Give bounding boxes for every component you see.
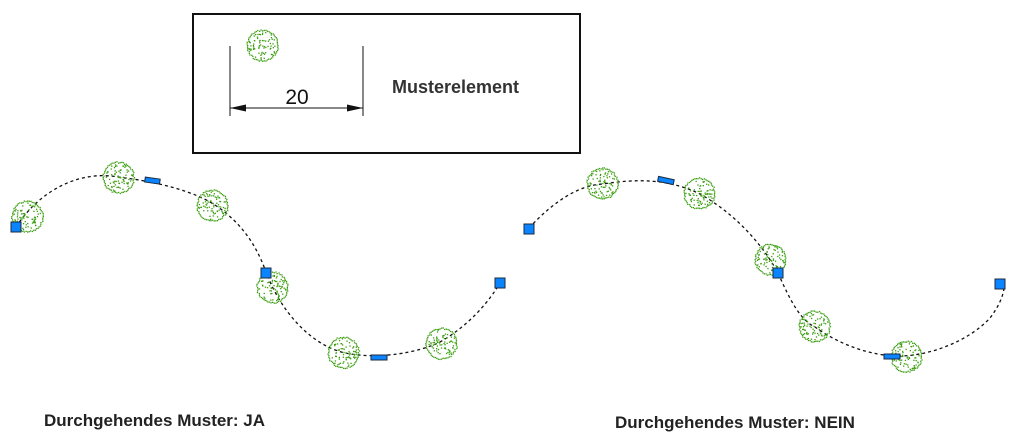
pattern-element [754, 243, 787, 276]
legend-label: Musterelement [392, 77, 519, 97]
pattern-element [586, 167, 619, 200]
grip-vertex[interactable] [772, 267, 784, 279]
panel-caption: Durchgehendes Muster: NEIN [615, 413, 855, 432]
pattern-element [102, 161, 136, 195]
panel-continuous-yes: Durchgehendes Muster: JA [10, 161, 506, 430]
pattern-elements [586, 167, 923, 373]
dashed-path [15, 175, 501, 357]
dashed-path [528, 180, 1005, 357]
dimension-value: 20 [285, 86, 308, 109]
dimension-arrow-right [347, 104, 363, 112]
pattern-element [425, 327, 458, 361]
pattern-element [246, 29, 279, 62]
grip-vertex[interactable] [260, 267, 272, 279]
grip-endpoint-start[interactable] [523, 223, 535, 235]
pattern-element [196, 189, 229, 222]
pattern-element [256, 271, 289, 304]
pattern-element [683, 177, 716, 210]
grip-endpoint-start[interactable] [10, 221, 22, 233]
panel-caption: Durchgehendes Muster: JA [44, 411, 265, 430]
pattern-element [798, 310, 832, 343]
grips [523, 175, 1006, 360]
dimension-arrow-left [230, 104, 246, 112]
pattern-element [327, 336, 361, 370]
pattern-elements [11, 161, 458, 370]
grips [10, 176, 506, 361]
grip-midpoint[interactable] [144, 176, 161, 185]
grip-endpoint-end[interactable] [994, 278, 1006, 290]
grip-midpoint[interactable] [370, 354, 388, 361]
pattern-element-icon [246, 29, 279, 62]
legend-frame [192, 13, 581, 154]
pattern-legend: 20 Musterelement [192, 13, 581, 154]
grip-midpoint[interactable] [656, 175, 675, 186]
panel-continuous-no: Durchgehendes Muster: NEIN [523, 167, 1006, 432]
grip-endpoint-end[interactable] [494, 277, 506, 289]
pattern-element [11, 200, 44, 233]
grip-midpoint[interactable] [883, 353, 901, 360]
